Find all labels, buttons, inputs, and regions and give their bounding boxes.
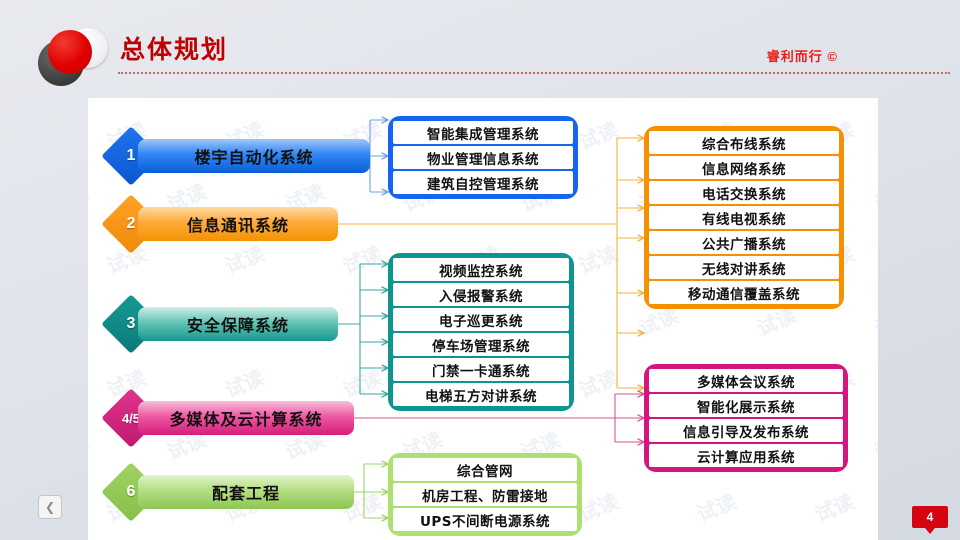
system-item-label: 物业管理信息系统 [427,151,539,168]
system-item-label: 信息引导及发布系统 [683,424,809,441]
logo-circle-red [48,30,92,74]
watermark-text: 试读 [88,303,92,341]
prev-slide-button[interactable]: ❮ [38,495,62,519]
system-item-label: 公共广播系统 [702,236,786,253]
category-bar-6[interactable]: 配套工程 [138,475,354,509]
watermark-text: 试读 [871,427,878,465]
category-label-1: 楼宇自动化系统 [194,148,314,167]
system-item-label: 机房工程、防雷接地 [422,488,548,505]
system-item[interactable]: 智能集成管理系统 [393,121,573,144]
system-item-label: 建筑自控管理系统 [427,176,539,193]
system-item[interactable]: 电子巡更系统 [393,308,569,331]
system-item-label: 电梯五方对讲系统 [425,388,537,405]
system-item[interactable]: 综合布线系统 [649,131,839,154]
system-item[interactable]: 物业管理信息系统 [393,146,573,169]
system-item-label: 综合管网 [457,463,513,480]
system-item-label: 门禁一卡通系统 [432,363,530,380]
system-item-label: 云计算应用系统 [697,449,795,466]
watermark-text: 试读 [575,117,622,155]
category-bar-1[interactable]: 楼宇自动化系统 [138,139,370,173]
system-item-label: 电话交换系统 [702,186,786,203]
system-item-label: 多媒体会议系统 [697,374,795,391]
system-item-label: 智能集成管理系统 [427,126,539,143]
system-item[interactable]: 入侵报警系统 [393,283,569,306]
system-item[interactable]: UPS不间断电源系统 [393,508,577,531]
system-item[interactable]: 信息网络系统 [649,156,839,179]
watermark-text: 试读 [811,489,858,527]
system-group-green: 综合管网机房工程、防雷接地 UPS不间断电源系统 [388,453,582,536]
slide-canvas: 试读试读试读试读试读试读试读试读试读试读试读试读试读试读试读试读试读试读试读试读… [88,98,878,540]
watermark-text: 试读 [871,179,878,217]
system-group-blue: 智能集成管理系统物业管理信息系统建筑自控管理系统 [388,116,578,199]
category-label-2: 信息通讯系统 [186,216,289,235]
category-label-3: 安全保障系统 [186,316,289,335]
watermark-text: 试读 [871,303,878,341]
system-item[interactable]: 无线对讲系统 [649,256,839,279]
category-label-4: 多媒体及云计算系统 [169,410,323,429]
page-title: 总体规划 [120,35,229,64]
system-item[interactable]: 多媒体会议系统 [649,369,843,392]
system-item[interactable]: 综合管网 [393,458,577,481]
watermark-text: 试读 [693,489,740,527]
system-item-label: 信息网络系统 [702,161,786,178]
system-item[interactable]: 云计算应用系统 [649,444,843,467]
system-item-label: 入侵报警系统 [439,288,523,305]
system-item[interactable]: 机房工程、防雷接地 [393,483,577,506]
system-item[interactable]: 移动通信覆盖系统 [649,281,839,304]
watermark-text: 试读 [88,179,92,217]
header-divider [118,72,950,74]
system-item[interactable]: 电梯五方对讲系统 [393,383,569,406]
system-item[interactable]: 建筑自控管理系统 [393,171,573,194]
category-bar-3[interactable]: 安全保障系统 [138,307,338,341]
system-item-label: UPS不间断电源系统 [419,513,551,530]
system-item[interactable]: 视频监控系统 [393,258,569,281]
system-item-label: 综合布线系统 [702,136,786,153]
system-item[interactable]: 智能化展示系统 [649,394,843,417]
watermark-text: 试读 [221,241,268,279]
system-item-label: 有线电视系统 [702,211,786,228]
slide-header: 总体规划 睿利而行 © [0,0,960,98]
system-group-pink: 多媒体会议系统智能化展示系统信息引导及发布系统云计算应用系统 [644,364,848,472]
system-item-label: 无线对讲系统 [702,261,786,278]
system-item[interactable]: 公共广播系统 [649,231,839,254]
watermark-text: 试读 [88,427,92,465]
category-bar-2[interactable]: 信息通讯系统 [138,207,338,241]
page-number-badge: 4 [912,506,948,534]
page-number: 4 [926,510,934,524]
brand-text: 睿利而行 © [766,49,838,64]
three-circles-logo-icon [22,22,122,88]
system-item[interactable]: 门禁一卡通系统 [393,358,569,381]
watermark-text: 试读 [221,365,268,403]
system-item-label: 移动通信覆盖系统 [688,286,800,303]
category-bar-4[interactable]: 多媒体及云计算系统 [138,401,354,435]
system-item-label: 停车场管理系统 [432,338,530,355]
system-group-orange: 综合布线系统信息网络系统电话交换系统有线电视系统公共广播系统无线对讲系统移动通信… [644,126,844,309]
watermark-text: 试读 [575,365,622,403]
watermark-text: 试读 [575,241,622,279]
system-item-label: 电子巡更系统 [439,313,523,330]
chevron-left-icon: ❮ [44,500,56,514]
system-item[interactable]: 电话交换系统 [649,181,839,204]
system-group-teal: 视频监控系统入侵报警系统电子巡更系统停车场管理系统门禁一卡通系统电梯五方对讲系统 [388,253,574,411]
system-item[interactable]: 有线电视系统 [649,206,839,229]
system-item-label: 智能化展示系统 [697,399,795,416]
system-item-label: 视频监控系统 [439,263,523,280]
system-item[interactable]: 信息引导及发布系统 [649,419,843,442]
category-label-6: 配套工程 [211,484,280,503]
system-item[interactable]: 停车场管理系统 [393,333,569,356]
watermark-text: 试读 [339,365,386,403]
watermark-text: 试读 [339,241,386,279]
